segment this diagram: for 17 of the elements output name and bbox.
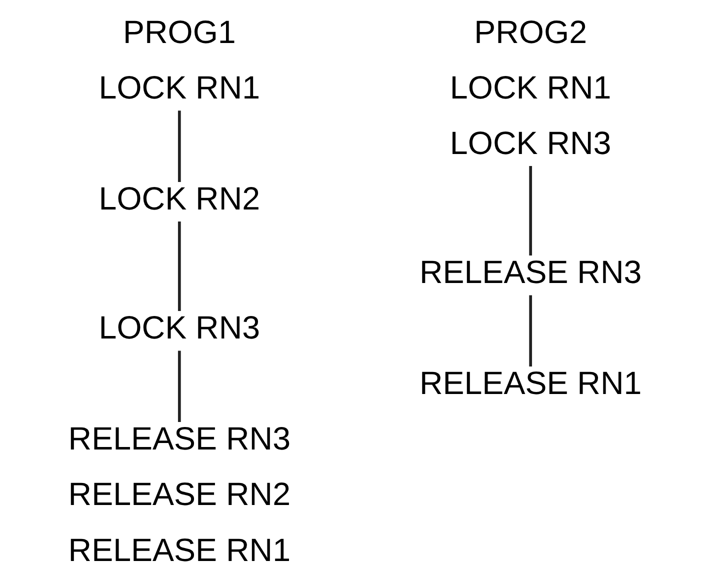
node-text: LOCK RN1 — [98, 70, 260, 106]
connector — [178, 350, 181, 422]
connector — [178, 110, 181, 182]
node-text: RELEASE RN3 — [419, 254, 642, 290]
label: PROG1 — [122, 14, 236, 50]
node-text: RELEASE RN3 — [68, 420, 291, 457]
label: PROG2 — [474, 14, 588, 50]
connector — [178, 222, 181, 311]
label: RELEASE RN2 — [68, 476, 291, 512]
node-text: LOCK RN3 — [98, 310, 260, 346]
connector — [529, 166, 532, 256]
connector — [529, 295, 532, 366]
label: LOCK RN1 — [450, 70, 612, 106]
node-text: LOCK RN2 — [98, 180, 260, 217]
node-text: LOCK RN3 — [450, 125, 612, 162]
label: RELEASE RN1 — [68, 532, 291, 568]
node-text: RELEASE RN1 — [419, 365, 642, 402]
